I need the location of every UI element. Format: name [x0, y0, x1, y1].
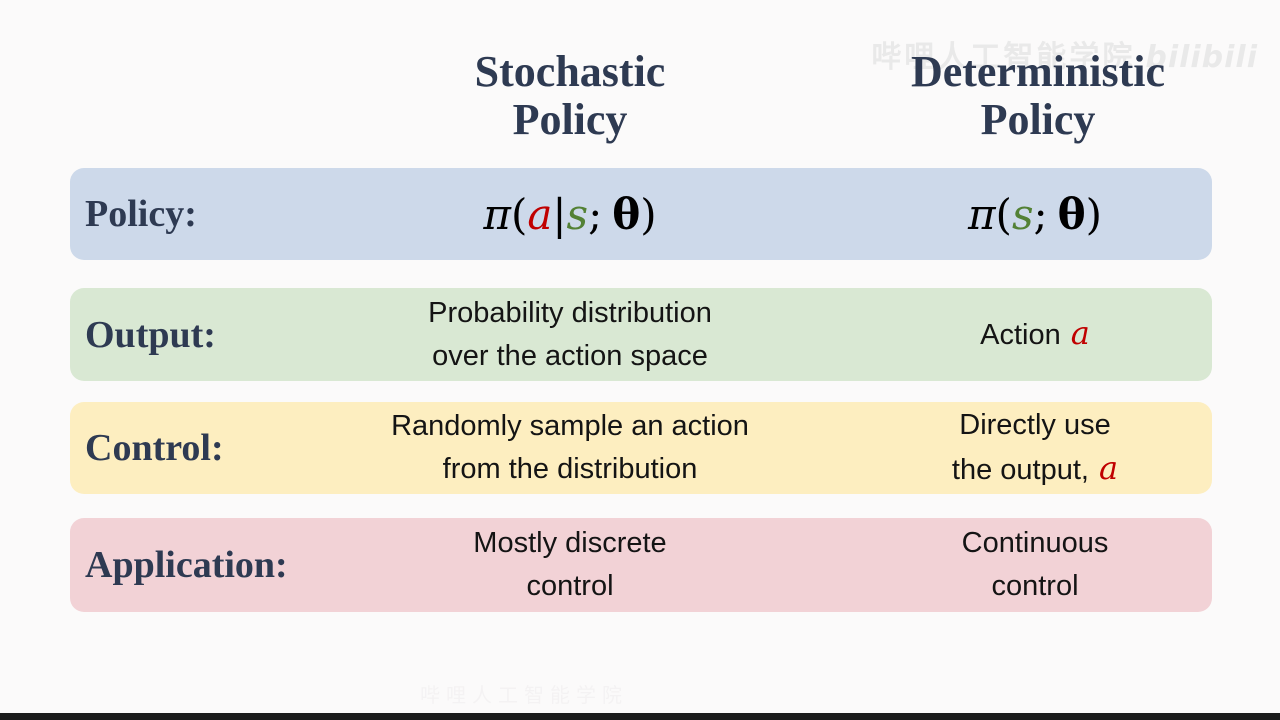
action-variable: a	[1070, 314, 1090, 352]
output-text: Action	[980, 319, 1061, 351]
theta-parameter: θ	[612, 189, 641, 239]
row-output: Output: Probability distribution over th…	[70, 288, 1212, 381]
pi-symbol: π	[483, 189, 511, 239]
stochastic-output-cell: Probability distribution over the action…	[350, 288, 790, 381]
cell-line: Probability distribution	[428, 296, 712, 329]
cell-line: Continuous	[961, 527, 1109, 559]
header-line: Policy	[512, 95, 628, 144]
header-line: Policy	[980, 95, 1096, 144]
row-control: Control: Randomly sample an action from …	[70, 402, 1212, 494]
row-policy: Policy: π ( a | s ; θ ) π ( s ; θ )	[70, 168, 1212, 260]
row-label-output: Output:	[85, 313, 216, 356]
cell-line: the output, a	[860, 447, 1210, 492]
row-label-policy: Policy:	[85, 193, 197, 235]
deterministic-policy-formula: π ( s ; θ )	[860, 168, 1210, 260]
bilibili-logo: bilibili	[1145, 40, 1258, 75]
row-application: Application: Mostly discrete control Con…	[70, 518, 1212, 612]
bottom-watermark: 哔哩人工智能学院	[420, 685, 628, 707]
semicolon: ;	[588, 189, 603, 239]
close-paren: )	[640, 189, 657, 239]
stochastic-control-cell: Randomly sample an action from the distr…	[350, 402, 790, 494]
state-variable: s	[1011, 189, 1034, 239]
action-variable: a	[527, 189, 553, 239]
watermark-text: 哔哩人工智能学院	[871, 40, 1136, 75]
cell-line: over the action space	[432, 339, 708, 372]
close-paren: )	[1085, 189, 1103, 239]
cell-line: Mostly discrete	[473, 527, 667, 559]
conditional-bar: |	[552, 189, 567, 239]
pi-symbol: π	[967, 189, 996, 239]
row-label-control: Control:	[85, 427, 224, 469]
stochastic-policy-formula: π ( a | s ; θ )	[350, 168, 790, 260]
deterministic-application-cell: Continuous control	[860, 518, 1210, 612]
column-header-stochastic: Stochastic Policy	[420, 48, 720, 144]
open-paren: (	[995, 189, 1012, 239]
deterministic-control-cell: Directly use the output, a	[860, 402, 1210, 494]
cell-line: control	[526, 570, 614, 602]
bilibili-watermark: 哔哩人工智能学院 bilibili	[871, 32, 1258, 76]
semicolon: ;	[1033, 189, 1048, 239]
bottom-letterbox-bar	[0, 713, 1280, 720]
state-variable: s	[566, 189, 589, 239]
header-line: Stochastic	[474, 47, 666, 96]
action-variable: a	[1098, 449, 1119, 487]
cell-line: Randomly sample an action	[391, 410, 749, 442]
open-paren: (	[510, 189, 528, 239]
theta-parameter: θ	[1057, 189, 1086, 239]
column-header-deterministic: Deterministic Policy	[878, 48, 1198, 144]
control-text: the output,	[951, 454, 1089, 486]
header-line: Deterministic	[910, 47, 1166, 96]
cell-line: Directly use	[959, 409, 1111, 441]
row-label-application: Application:	[85, 544, 288, 586]
cell-line: control	[991, 570, 1079, 602]
cell-line: from the distribution	[442, 453, 698, 485]
stochastic-application-cell: Mostly discrete control	[350, 518, 790, 612]
